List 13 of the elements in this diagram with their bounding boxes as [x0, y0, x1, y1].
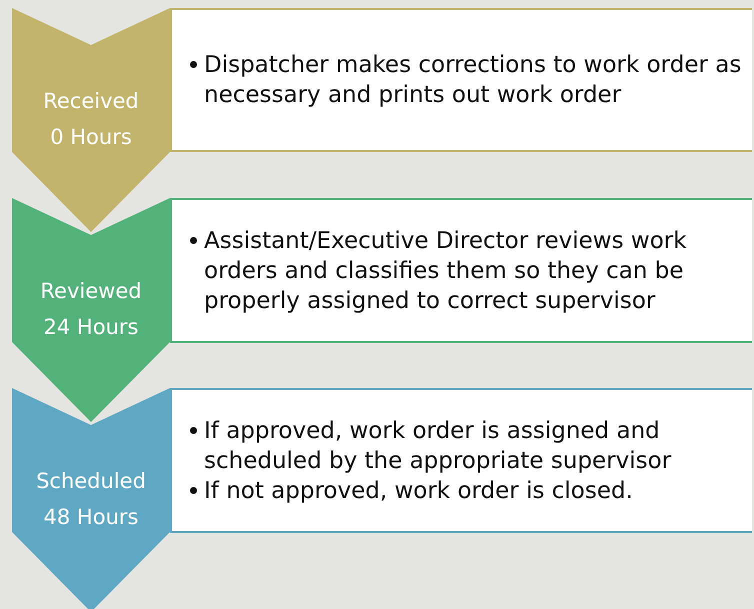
text-box: [170, 388, 752, 533]
stage-label: Scheduled: [35, 468, 147, 495]
bullet-text: Assistant/Executive Director reviews work orders and classifies them so they can be properly assigned to correct supervisor: [204, 226, 688, 316]
stage-label: Reviewed: [39, 278, 143, 305]
text-box: [170, 198, 752, 343]
text-box: [170, 8, 752, 152]
duration-label: 0 Hours: [49, 124, 133, 151]
duration-label: 24 Hours: [42, 314, 140, 341]
bullet-text: If approved, work order is assigned and scheduled by the appropriate supervisor: [204, 416, 672, 476]
bullet-text: If not approved, work order is closed.: [204, 476, 633, 506]
stage-label: Received: [42, 88, 140, 115]
bullet-text: Dispatcher makes corrections to work order as necessary and prints out work order: [204, 51, 742, 110]
duration-label: 48 Hours: [42, 504, 140, 531]
